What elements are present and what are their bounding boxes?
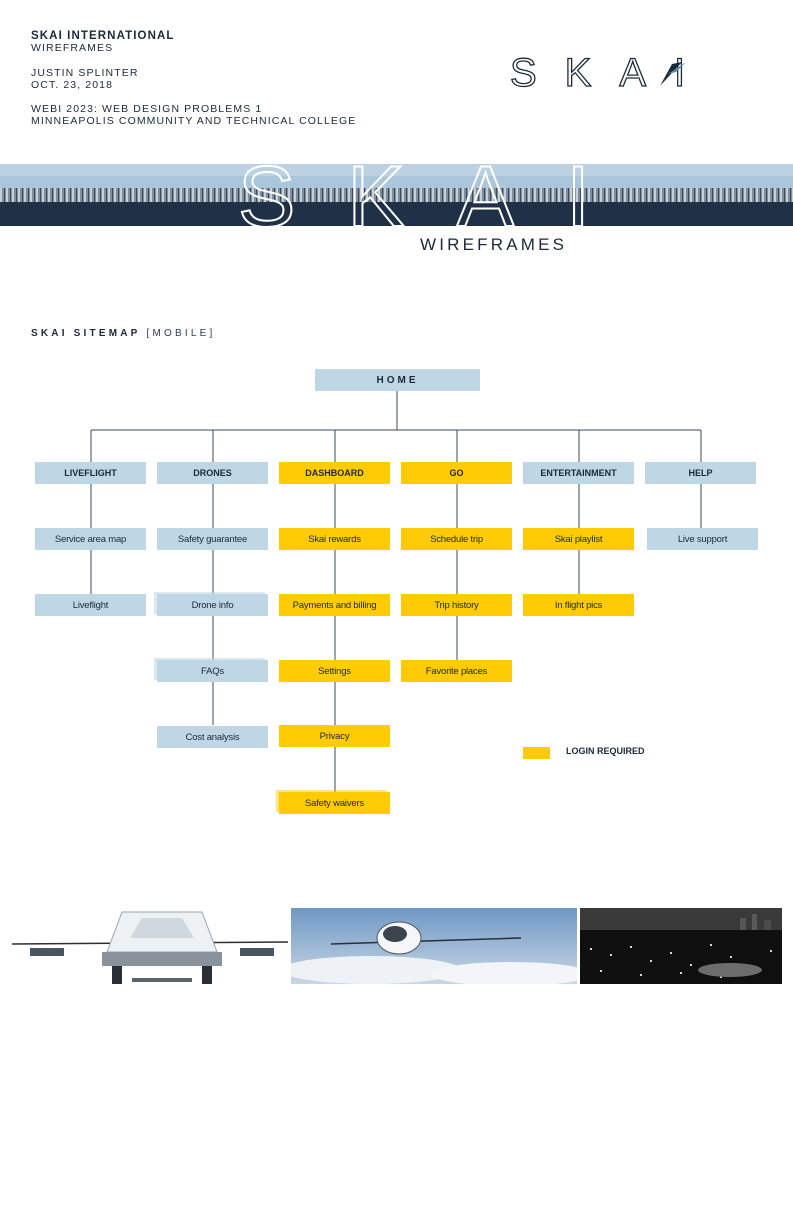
sitemap-node-trip-history: Trip history: [401, 594, 512, 616]
sitemap-node-dashboard: DASHBOARD: [279, 462, 390, 484]
sitemap-node-entertainment: ENTERTAINMENT: [523, 462, 634, 484]
sitemap-title-main: SKAI SITEMAP: [31, 328, 141, 339]
photo-drone-sky: [291, 908, 577, 984]
header-author-block: JUSTIN SPLINTER OCT. 23, 2018: [31, 67, 139, 91]
sitemap-node-favorite-places: Favorite places: [401, 660, 512, 682]
header-company-block: SKAI INTERNATIONAL WIREFRAMES: [31, 30, 175, 54]
sitemap-node-payments-billing: Payments and billing: [279, 594, 390, 616]
sitemap-node-safety-waivers: Safety waivers: [279, 792, 390, 814]
doc-type: WIREFRAMES: [31, 42, 114, 54]
sitemap-node-cost-analysis: Cost analysis: [157, 726, 268, 748]
header-course-block: WEBI 2023: WEB DESIGN PROBLEMS 1 MINNEAP…: [31, 103, 356, 127]
sitemap-node-liveflight-page: Liveflight: [35, 594, 146, 616]
doc-date: OCT. 23, 2018: [31, 79, 114, 91]
sitemap-node-go: GO: [401, 462, 512, 484]
skai-logo: SKAI: [510, 52, 710, 92]
sitemap-node-safety-guarantee: Safety guarantee: [157, 528, 268, 550]
sitemap-node-settings: Settings: [279, 660, 390, 682]
sitemap-node-help: HELP: [645, 462, 756, 484]
drone-front-image: [12, 908, 288, 984]
photo-city-night: [580, 908, 782, 984]
sitemap-node-live-support: Live support: [647, 528, 758, 550]
legend-swatch: [523, 747, 550, 759]
sitemap-node-privacy: Privacy: [279, 725, 390, 747]
sitemap-node-home: HOME: [315, 369, 480, 391]
sitemap-node-liveflight: LIVEFLIGHT: [35, 462, 146, 484]
sitemap-node-schedule-trip: Schedule trip: [401, 528, 512, 550]
banner-subtitle: WIREFRAMES: [420, 235, 568, 254]
sitemap-title: SKAI SITEMAP [MOBILE]: [31, 328, 215, 339]
sitemap-node-skai-playlist: Skai playlist: [523, 528, 634, 550]
sitemap-node-drones: DRONES: [157, 462, 268, 484]
photo-drone-front: [12, 908, 288, 984]
sitemap-node-faqs: FAQs: [157, 660, 268, 682]
course-name: WEBI 2023: WEB DESIGN PROBLEMS 1: [31, 103, 263, 115]
city-night-image: [580, 908, 782, 984]
sitemap-node-drone-info: Drone info: [157, 594, 268, 616]
logo-wing-accent-icon: [668, 62, 686, 74]
sitemap-node-service-area-map: Service area map: [35, 528, 146, 550]
school-name: MINNEAPOLIS COMMUNITY AND TECHNICAL COLL…: [31, 115, 357, 127]
banner-title: SKAI: [238, 164, 642, 226]
legend-label: LOGIN REQUIRED: [566, 746, 645, 756]
sitemap-node-in-flight-pics: In flight pics: [523, 594, 634, 616]
logo-wing-icon: [660, 62, 682, 86]
company-name: SKAI INTERNATIONAL: [31, 30, 175, 42]
banner: SKAI: [0, 164, 793, 226]
author-name: JUSTIN SPLINTER: [31, 67, 139, 79]
sitemap-title-sub: [MOBILE]: [146, 328, 216, 339]
drone-sky-image: [291, 908, 577, 984]
sitemap-node-skai-rewards: Skai rewards: [279, 528, 390, 550]
logo-text: SKAI: [510, 52, 710, 92]
